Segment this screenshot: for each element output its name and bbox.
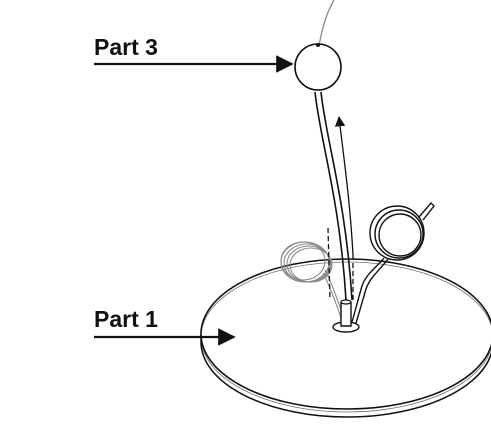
part-3-callout: Part 3 xyxy=(94,34,294,73)
part-1-callout: Part 1 xyxy=(94,306,236,346)
ball-part-3 xyxy=(294,0,342,91)
base-plate xyxy=(200,258,491,418)
part-3-label: Part 3 xyxy=(94,34,158,60)
part-1-label: Part 1 xyxy=(94,306,158,332)
base-post xyxy=(332,299,360,333)
black-wire-coil xyxy=(351,201,435,324)
central-rod xyxy=(314,91,354,301)
